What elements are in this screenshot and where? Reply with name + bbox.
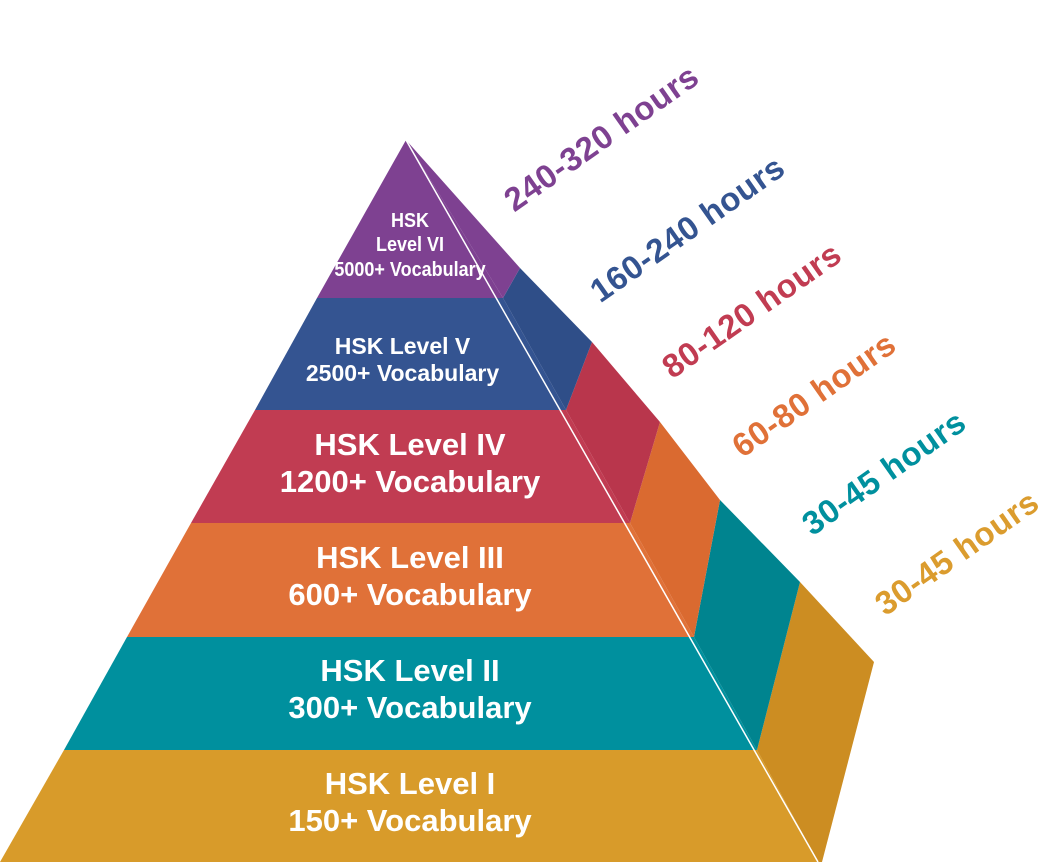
level-1-front-face bbox=[0, 750, 818, 862]
level-6-name-line2: Level VI bbox=[375, 234, 445, 257]
level-5-label: HSK Level V 2500+ Vocabulary bbox=[270, 333, 535, 387]
level-3-vocabulary: 600+ Vocabulary bbox=[288, 576, 532, 612]
level-5-side-face bbox=[503, 268, 592, 410]
level-6-label: HSK Level VI 5000+ Vocabulary bbox=[329, 209, 491, 282]
level-6-front-face bbox=[317, 140, 503, 298]
level-3-label: HSK Level III 600+ Vocabulary bbox=[210, 540, 610, 613]
level-4-name: HSK Level IV bbox=[314, 427, 506, 462]
level-5-vocabulary: 2500+ Vocabulary bbox=[305, 360, 500, 387]
hsk-pyramid bbox=[0, 139, 874, 863]
level-4-label: HSK Level IV 1200+ Vocabulary bbox=[210, 427, 610, 500]
level-1-name: HSK Level I bbox=[324, 766, 496, 801]
level-6-vocabulary: 5000+ Vocabulary bbox=[334, 258, 486, 281]
level-3-front-face bbox=[127, 523, 694, 637]
level-5-front-face bbox=[255, 298, 566, 410]
level-1-side-face bbox=[757, 582, 874, 862]
level-2-label: HSK Level II 300+ Vocabulary bbox=[210, 653, 610, 726]
level-4-vocabulary: 1200+ Vocabulary bbox=[279, 463, 541, 499]
level-2-name: HSK Level II bbox=[320, 653, 500, 688]
level-4-side-face bbox=[566, 342, 660, 523]
level-2-vocabulary: 300+ Vocabulary bbox=[288, 689, 532, 725]
level-6-name-line1: HSK bbox=[390, 210, 429, 232]
level-3-name: HSK Level III bbox=[316, 540, 504, 575]
level-1-vocabulary: 150+ Vocabulary bbox=[288, 802, 532, 838]
level-2-front-face bbox=[64, 637, 757, 750]
level-2-side-face bbox=[694, 500, 800, 750]
level-4-front-face bbox=[191, 410, 630, 523]
level-5-name: HSK Level V bbox=[334, 333, 471, 359]
level-3-side-face bbox=[630, 422, 720, 637]
level-1-label: HSK Level I 150+ Vocabulary bbox=[210, 766, 610, 839]
level-6-side-face bbox=[406, 140, 520, 298]
pyramid-edge-line bbox=[405, 139, 819, 863]
